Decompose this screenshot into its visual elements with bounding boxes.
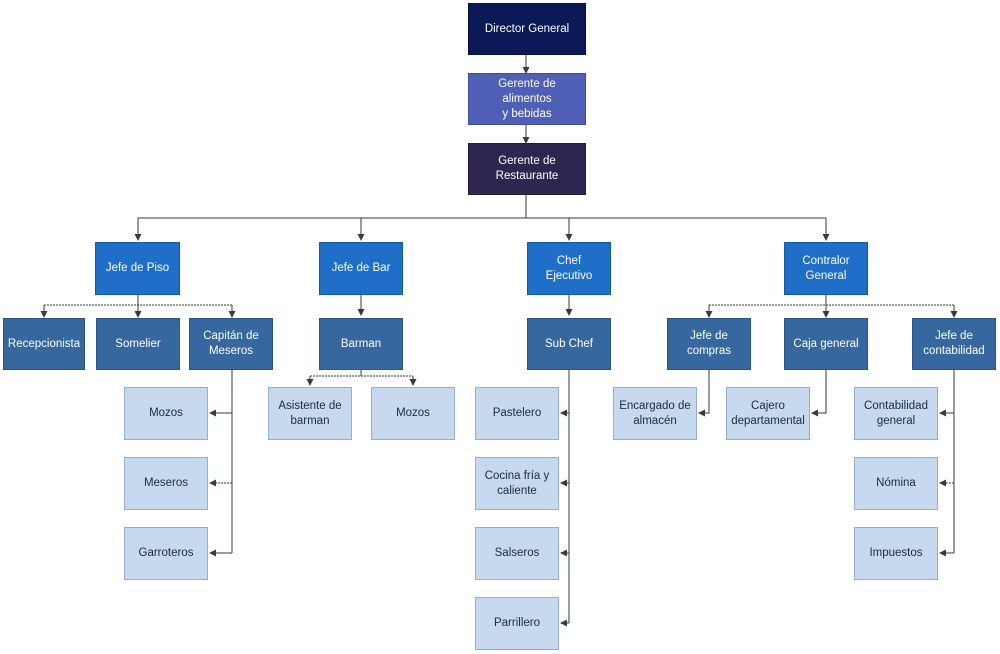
node-pastelero: Pastelero xyxy=(475,387,559,440)
node-meseros: Meseros xyxy=(124,457,208,510)
node-mozos-bar: Mozos xyxy=(371,387,455,440)
node-jefe-de-piso: Jefe de Piso xyxy=(95,242,180,295)
node-nomina: Nómina xyxy=(854,457,938,510)
node-garroteros: Garroteros xyxy=(124,527,208,580)
node-parrillero: Parrillero xyxy=(475,597,559,650)
node-director-general: Director General xyxy=(468,3,586,55)
node-contabilidad-general: Contabilidad general xyxy=(854,387,938,440)
node-mozos-piso: Mozos xyxy=(124,387,208,440)
node-capitan-de-meseros: Capitán de Meseros xyxy=(189,318,273,370)
node-recepcionista: Recepcionista xyxy=(3,318,85,370)
node-jefe-de-contabilidad: Jefe de contabilidad xyxy=(912,318,996,370)
node-encargado-de-almacen: Encargado de almacén xyxy=(613,387,697,440)
link-to-cajero xyxy=(811,370,827,417)
node-chef-ejecutivo: Chef Ejecutivo xyxy=(527,242,611,295)
node-impuestos: Impuestos xyxy=(854,527,938,580)
node-somelier: Somelier xyxy=(96,318,180,370)
node-jefe-de-compras: Jefe de compras xyxy=(667,318,751,370)
node-gerente-restaurante: Gerente de Restaurante xyxy=(468,143,586,195)
link-to-encargado xyxy=(698,370,710,417)
node-sub-chef: Sub Chef xyxy=(527,318,611,370)
node-barman: Barman xyxy=(319,318,403,370)
node-salseros: Salseros xyxy=(475,527,559,580)
node-jefe-de-bar: Jefe de Bar xyxy=(319,242,403,295)
node-asistente-de-barman: Asistente de barman xyxy=(268,387,352,440)
node-cocina-fria-caliente: Cocina fría y caliente xyxy=(475,457,559,510)
node-gerente-alimentos-bebidas: Gerente de alimentos y bebidas xyxy=(468,73,586,125)
node-contralor-general: Contralor General xyxy=(784,242,868,295)
node-caja-general: Caja general xyxy=(784,318,868,370)
node-cajero-departamental: Cajero departamental xyxy=(726,387,810,440)
